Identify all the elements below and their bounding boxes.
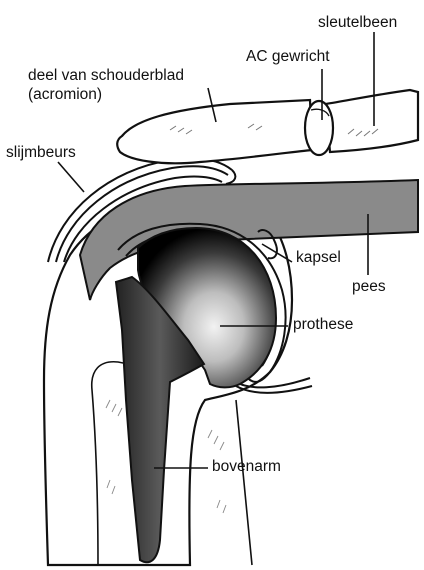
- label-bovenarm: bovenarm: [212, 458, 281, 476]
- ac-joint: [305, 101, 333, 155]
- acromion-bone: [117, 100, 312, 163]
- clavicle-bone: [326, 90, 418, 152]
- label-sleutelbeen: sleutelbeen: [318, 14, 397, 32]
- label-pees: pees: [352, 278, 386, 296]
- label-kapsel: kapsel: [296, 249, 341, 267]
- label-acromion-line1: deel van schouderblad: [28, 67, 184, 85]
- label-slijmbeurs: slijmbeurs: [6, 144, 76, 162]
- label-ac-gewricht: AC gewricht: [246, 48, 330, 66]
- label-acromion-line2: (acromion): [28, 86, 102, 104]
- label-prothese: prothese: [293, 316, 353, 334]
- leader-slijmbeurs: [58, 162, 84, 192]
